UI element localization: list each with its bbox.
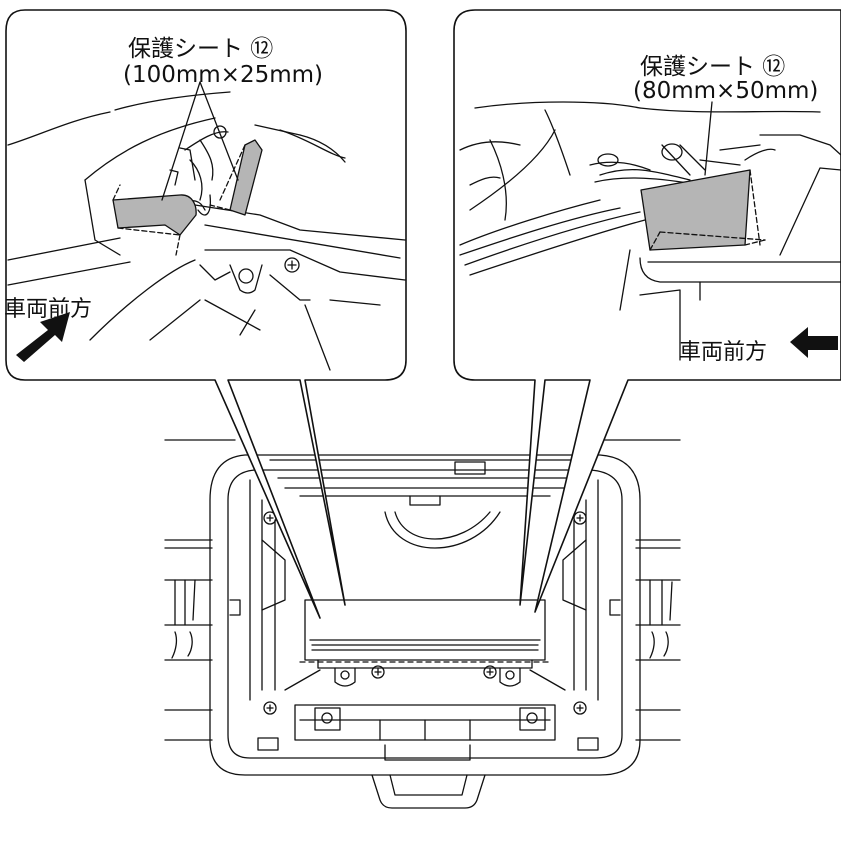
- left-sheet-size: (100mm×25mm): [123, 62, 324, 88]
- right-sheet-label: 保護シート ⑫: [640, 54, 786, 80]
- left-direction-label: 車両前方: [4, 297, 93, 322]
- right-direction-label: 車両前方: [679, 340, 768, 365]
- arrow-left-icon: [790, 327, 838, 358]
- right-sheet-size: (80mm×50mm): [633, 78, 819, 104]
- left-detail-drawing: [7, 81, 406, 371]
- main-unit-view: [164, 439, 681, 809]
- arrow-up-right-icon: [16, 312, 70, 362]
- left-sheet-label: 保護シート ⑫: [128, 36, 274, 62]
- right-callout-frame: [453, 9, 841, 613]
- left-callout-frame: [5, 9, 407, 619]
- right-detail-drawing: [459, 101, 841, 361]
- screw-icon: [263, 511, 587, 715]
